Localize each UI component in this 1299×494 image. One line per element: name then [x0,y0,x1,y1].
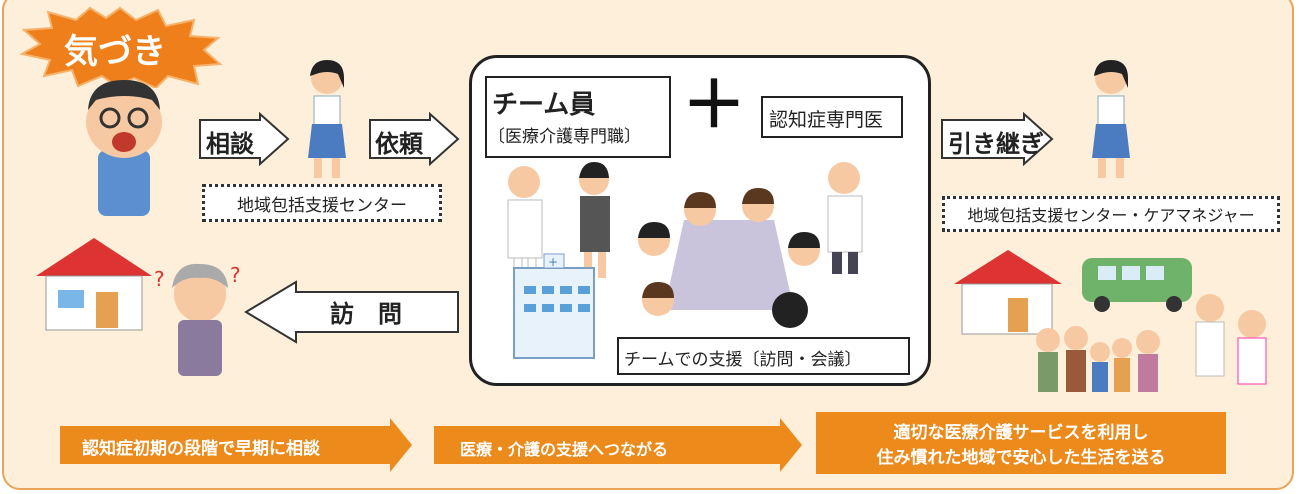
flow-step-1: 認知症初期の段階で早期に相談 [82,439,320,459]
support-label-box [617,337,910,375]
support-label: チームでの支援〔訪問・会議〕 [624,350,862,370]
worried-man-illustration [86,80,162,216]
soudan-arrow [199,112,290,166]
care-manager-illustration [1092,60,1130,178]
houmon-arrow [244,280,459,344]
kizuki-label: 気づき [64,32,166,72]
irai-arrow [369,112,460,166]
irai-label: 依頼 [375,130,423,158]
bottom-flow-arrows [60,418,802,472]
hikitsugi-label: 引き継ぎ [948,130,1044,158]
team-member-box [485,76,671,158]
center-right-label: 地域包括支援センター・ケアマネジャー [967,206,1255,225]
center-left-label: 地域包括支援センター [237,195,407,216]
doctor-label-box [761,96,903,138]
flow-step-2: 医療・介護の支援へつながる [460,440,669,459]
hikitsugi-arrow [941,112,1054,166]
soudan-label: 相談 [206,130,254,158]
house-illustration [36,238,152,331]
team-member-sub: 〔医療介護専門職〕 [488,127,641,147]
plus-sign: ＋ [682,69,746,143]
elderly-woman-illustration: ? ? [154,263,241,376]
flow-step-3-line2: 住み慣れた地域で安心した生活を送る [876,448,1166,468]
team-member-title: チーム員 [492,90,596,120]
doctor-label: 認知症専門医 [769,109,884,131]
center-right-box: 地域包括支援センター・ケアマネジャー [942,196,1280,232]
team-illustrations: + [507,162,863,359]
houmon-label: 訪 問 [330,300,402,328]
center-left-box: 地域包括支援センター [202,184,442,222]
svg-text:+: + [548,255,558,269]
community-illustration [954,250,1267,392]
flow-step-3-line1: 適切な医療介護サービスを利用し [893,423,1149,443]
svg-text:?: ? [230,263,241,287]
care-worker-illustration [308,60,346,178]
svg-text:?: ? [154,267,165,291]
flow-step-3-box: 適切な医療介護サービスを利用し 住み慣れた地域で安心した生活を送る [816,412,1226,474]
